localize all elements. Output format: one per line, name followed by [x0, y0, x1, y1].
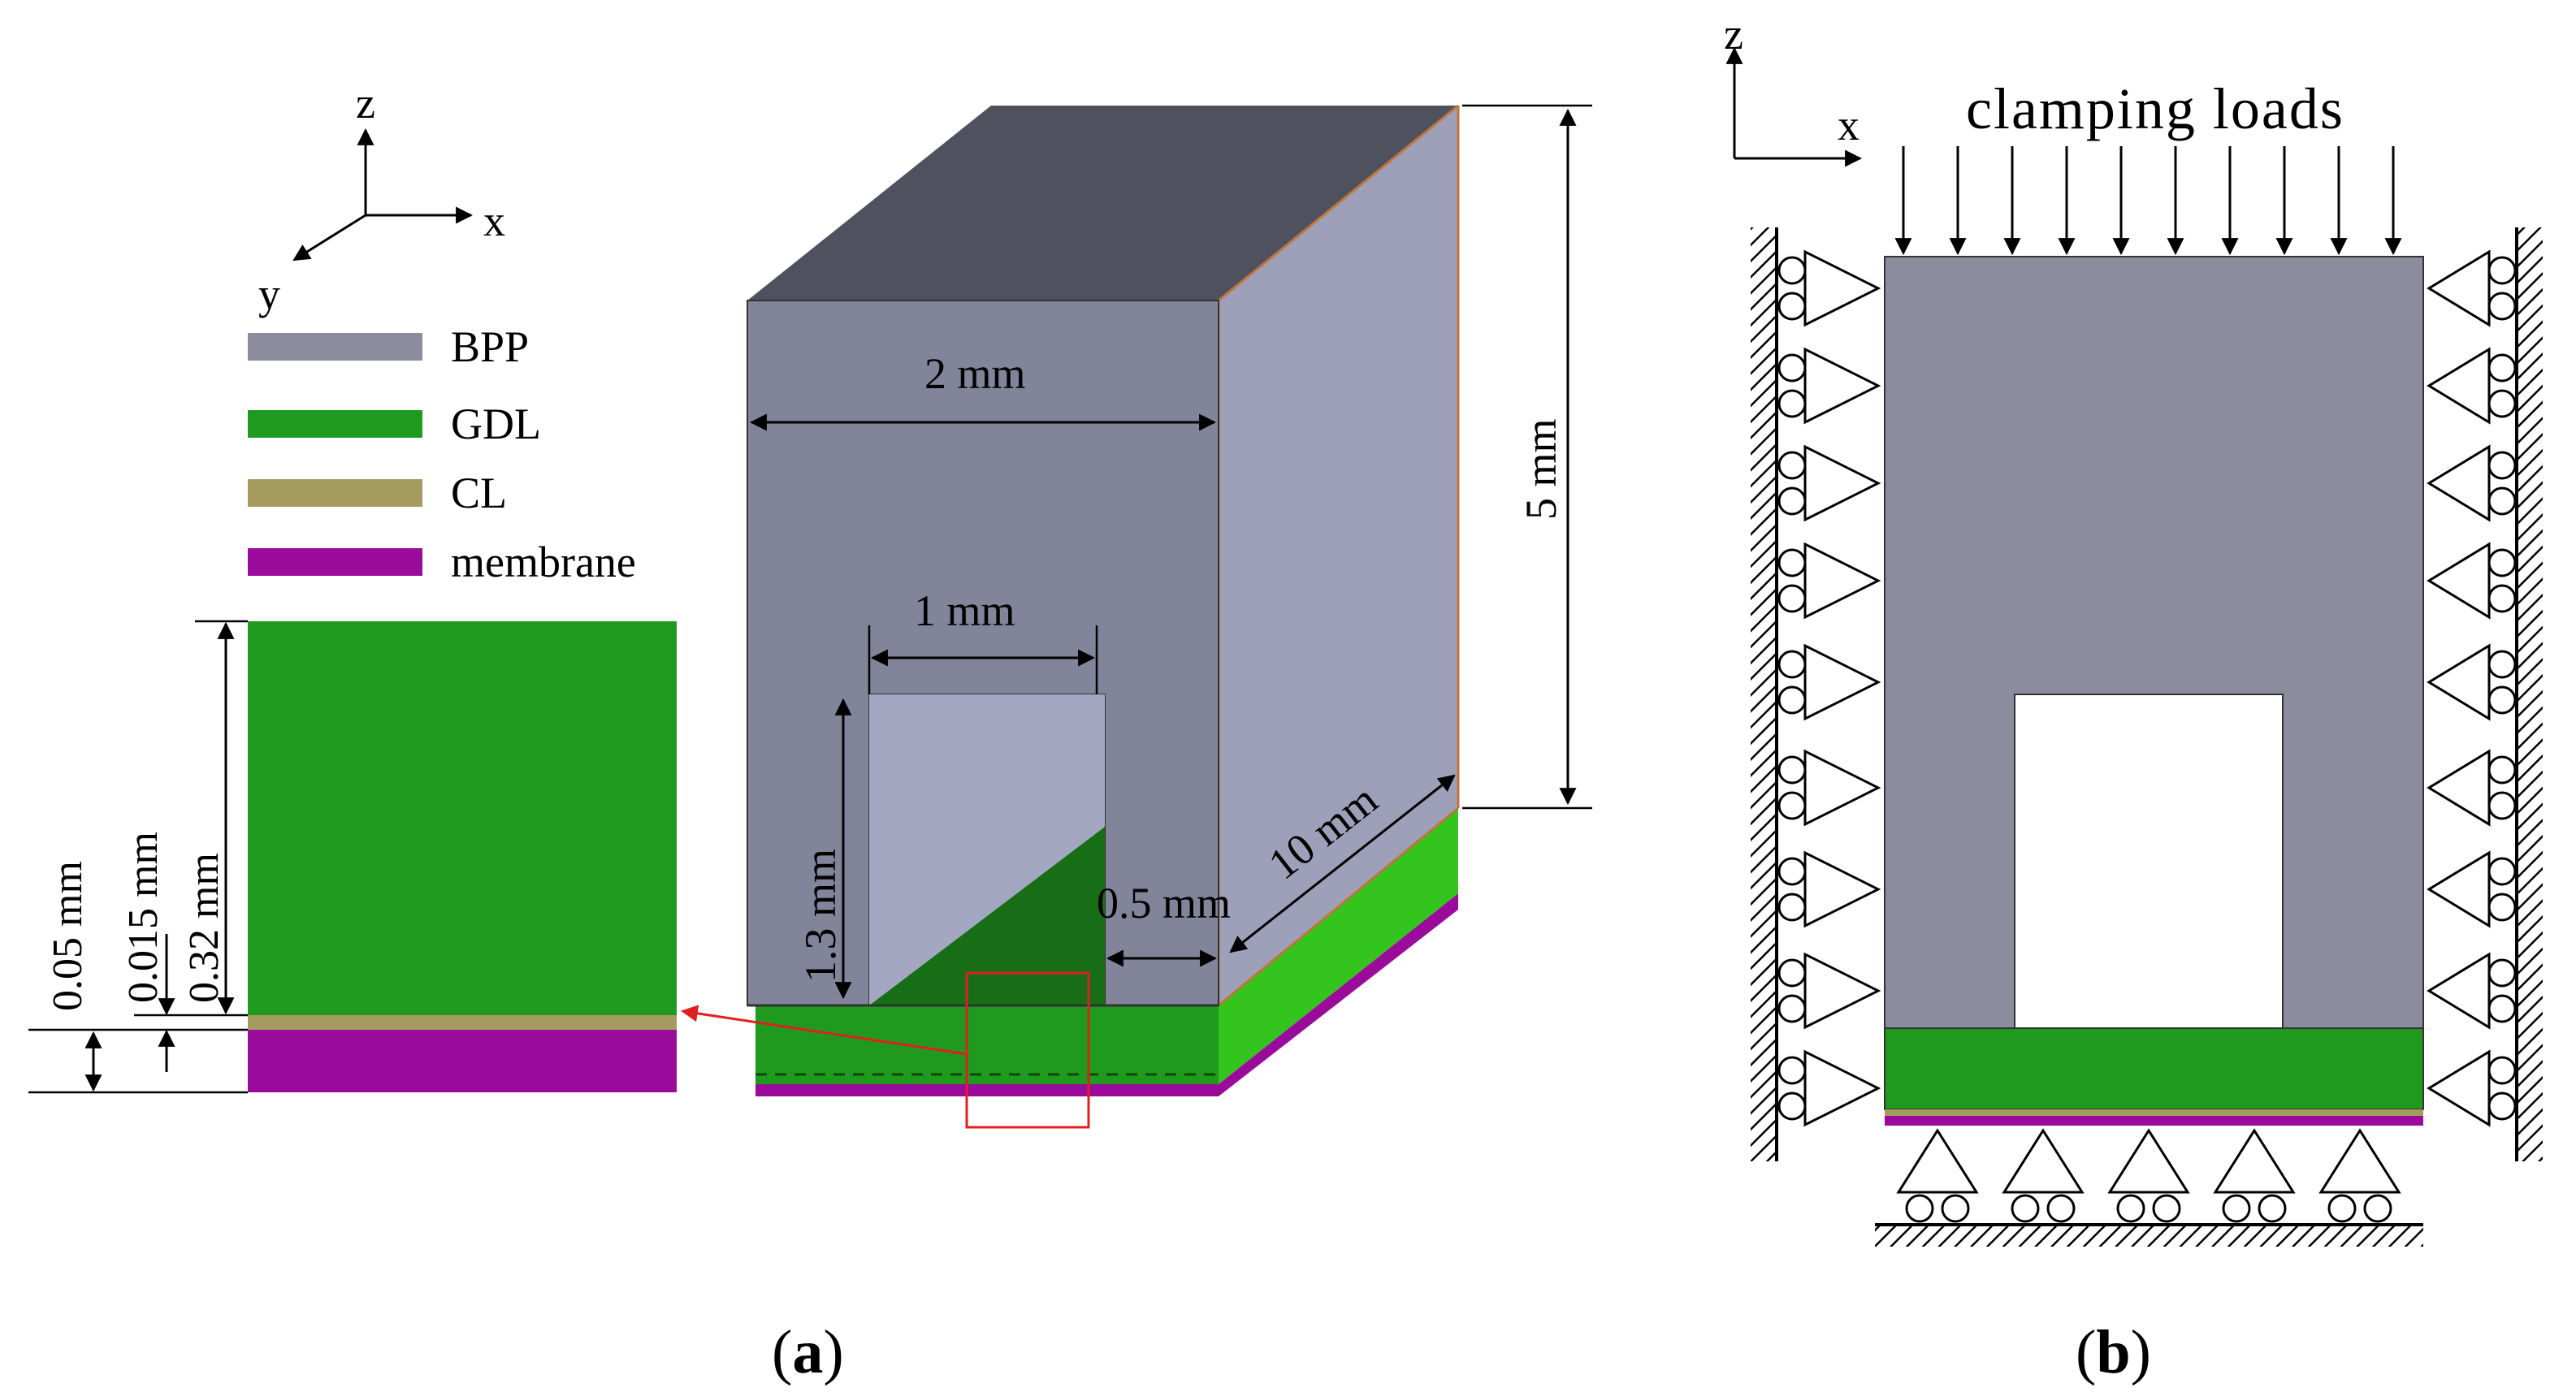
gdl-layer: [248, 621, 677, 1015]
bottom-roller-supports: [1896, 1128, 2401, 1223]
roller-support-right: [2427, 249, 2517, 327]
roller-support-right: [2427, 347, 2517, 425]
dim-0-32mm: 0.32 mm: [181, 853, 227, 1003]
cl-cross-section: [1885, 1109, 2423, 1116]
caption-a: (a): [772, 1318, 844, 1386]
cl-layer: [248, 1015, 677, 1030]
dim-0-5mm: 0.5 mm: [1097, 879, 1231, 927]
dim-2mm: 2 mm: [924, 349, 1026, 398]
roller-support-bottom: [2107, 1128, 2190, 1223]
roller-support-left: [1777, 1049, 1881, 1127]
legend-label-cl: CL: [451, 469, 507, 517]
roller-support-right: [2427, 749, 2517, 827]
roller-support-left: [1777, 952, 1881, 1030]
roller-support-right: [2427, 1049, 2517, 1127]
roller-support-bottom: [2213, 1128, 2296, 1223]
legend-swatch-bpp: [248, 333, 422, 361]
roller-support-bottom: [2318, 1128, 2401, 1223]
membrane-front: [755, 1084, 1219, 1096]
side-roller-supports: [1777, 249, 2517, 1127]
dim-1-3mm: 1.3 mm: [796, 849, 845, 983]
roller-support-left: [1777, 850, 1881, 928]
axis-z-label-b: z: [1724, 10, 1743, 58]
ground-hatch: [1875, 1226, 2423, 1247]
zoom-box: [965, 971, 1090, 1129]
left-wall-hatch: [1751, 227, 1777, 1161]
axis-triad-a: z x y: [258, 79, 505, 318]
roller-support-left: [1777, 749, 1881, 827]
bpp-top-face: [747, 106, 1458, 300]
caption-b: (b): [2076, 1318, 2151, 1386]
axis-x-label-b: x: [1838, 101, 1859, 149]
roller-support-left: [1777, 444, 1881, 522]
roller-support-left: [1777, 249, 1881, 327]
dim-5mm: 5 mm: [1517, 418, 1565, 520]
axis-y-label: y: [258, 270, 280, 318]
membrane-layer: [248, 1030, 677, 1092]
roller-support-right: [2427, 542, 2517, 620]
roller-support-right: [2427, 444, 2517, 522]
legend-label-bpp: BPP: [451, 322, 529, 371]
roller-support-right: [2427, 952, 2517, 1030]
dim-1mm: 1 mm: [914, 586, 1015, 635]
legend-label-membrane: membrane: [451, 538, 636, 586]
panel-b: z x clamping loads (b): [1724, 10, 2543, 1386]
gdl-front: [755, 1005, 1219, 1084]
bpp-3d-block: 2 mm 1 mm 1.3 mm 0.5 mm 10 mm 5 mm: [680, 104, 1592, 1129]
membrane-cross-section: [1885, 1116, 2423, 1126]
axis-x-label: x: [483, 197, 505, 245]
roller-support-left: [1777, 643, 1881, 721]
right-wall-hatch: [2517, 227, 2543, 1161]
roller-support-left: [1777, 542, 1881, 620]
legend-swatch-membrane: [248, 548, 422, 576]
roller-support-bottom: [1896, 1128, 1979, 1223]
axis-triad-b: z x: [1724, 10, 1863, 167]
layer-cross-section: 0.32 mm 0.015 mm 0.05 mm: [28, 620, 677, 1094]
roller-support-left: [1777, 347, 1881, 425]
zoom-pointer: [680, 1005, 968, 1056]
gdl-cross-section: [1884, 1027, 2424, 1110]
legend-swatch-gdl: [248, 410, 422, 438]
channel-floor: [869, 827, 1105, 1005]
panel-a: z x y BPP GDL CL membrane: [28, 79, 1592, 1386]
legend-swatch-cl: [248, 479, 422, 507]
channel-back-wall: [869, 694, 1105, 1005]
clamping-loads-label: clamping loads: [1966, 76, 2344, 141]
roller-support-bottom: [2002, 1128, 2085, 1223]
axis-z-label: z: [356, 79, 375, 128]
dim-0-015mm: 0.015 mm: [120, 832, 167, 1003]
legend: BPP GDL CL membrane: [248, 322, 636, 586]
flow-channel: [2014, 694, 2284, 1029]
dim-0-05mm: 0.05 mm: [45, 861, 91, 1011]
load-arrows: [1894, 146, 2402, 256]
roller-support-right: [2427, 643, 2517, 721]
roller-support-right: [2427, 850, 2517, 928]
legend-label-gdl: GDL: [451, 400, 541, 448]
